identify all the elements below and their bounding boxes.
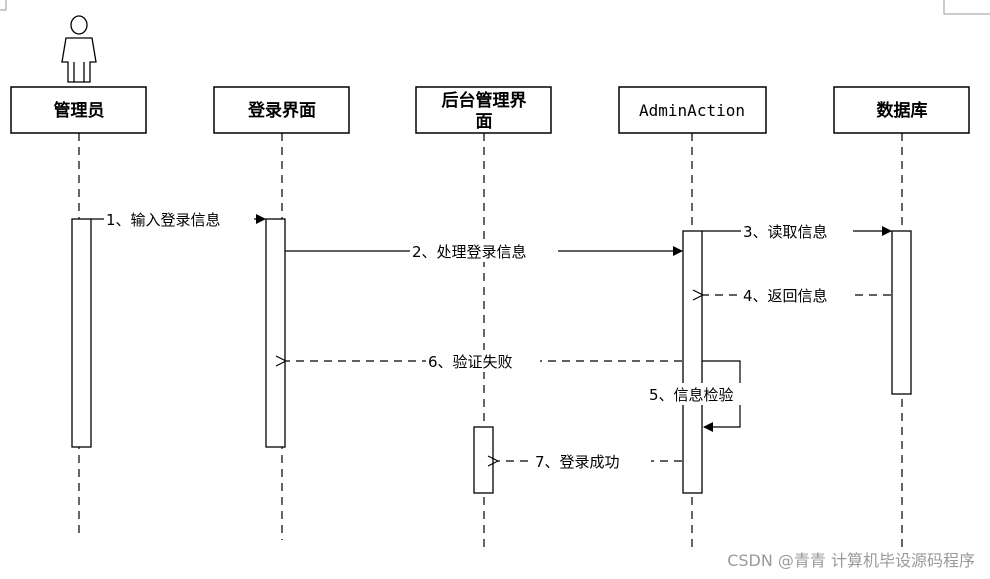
actor-admin-action-label: AdminAction <box>639 101 745 120</box>
message-label-4: 4、返回信息 <box>743 287 828 305</box>
message-label-5: 5、信息检验 <box>649 386 734 404</box>
message-label-2: 2、处理登录信息 <box>412 243 527 261</box>
activation-admin-action <box>682 230 703 494</box>
activation-backend-ui <box>473 426 494 494</box>
message-label-3: 3、读取信息 <box>743 223 828 241</box>
actor-box-admin-action <box>618 86 767 134</box>
corner-mark-right <box>943 0 990 15</box>
actor-database-label: 数据库 <box>877 100 928 121</box>
actor-backend-ui-label-line2: 面 <box>476 112 493 132</box>
message-label-1: 1、输入登录信息 <box>106 211 221 229</box>
actor-box-login-ui <box>213 86 350 134</box>
activation-database <box>891 230 912 395</box>
corner-mark-left <box>0 0 7 11</box>
activation-login-ui <box>265 218 286 448</box>
watermark: CSDN @青青 计算机毕设源码程序 <box>727 551 975 570</box>
message-label-7: 7、登录成功 <box>535 453 620 471</box>
actor-box-backend-ui <box>415 86 552 134</box>
actor-box-admin <box>10 86 147 134</box>
activation-admin <box>71 218 92 448</box>
actor-backend-ui-label-line1: 后台管理界 <box>442 90 527 111</box>
person-icon <box>61 15 97 83</box>
actor-box-database <box>833 86 970 134</box>
actor-admin-label: 管理员 <box>54 100 105 121</box>
message-label-6: 6、验证失败 <box>428 353 513 371</box>
actor-login-ui-label: 登录界面 <box>247 100 316 121</box>
